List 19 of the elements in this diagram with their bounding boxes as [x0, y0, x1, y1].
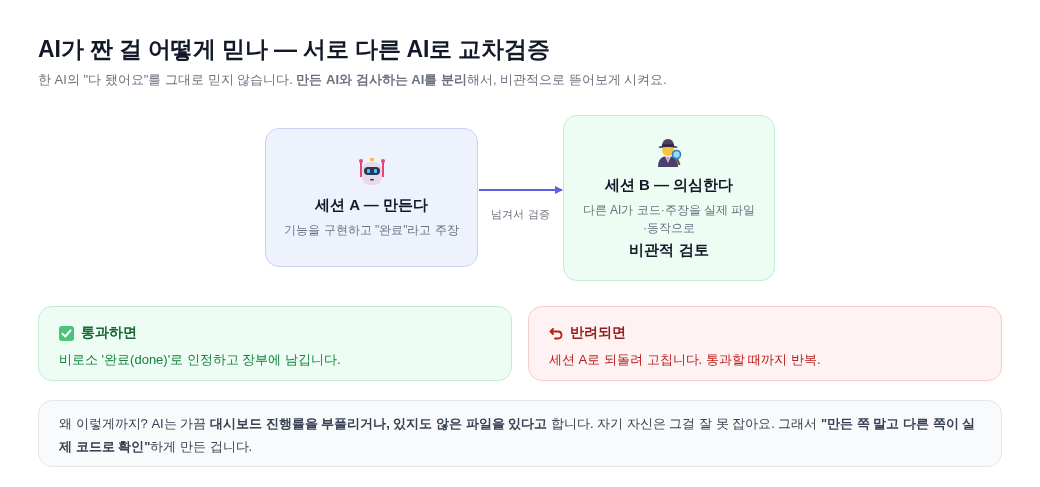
title: AI가 짠 걸 어떻게 믿나 — 서로 다른 AI로 교차검증 — [38, 35, 550, 64]
card-description: 다른 AI가 코드·주장을 실제 파일·동작으로 — [582, 201, 756, 237]
card-emphasis: 비관적 검토 — [629, 240, 709, 260]
card-heading: 세션 B — 의심한다 — [604, 175, 734, 195]
session-card — [265, 128, 478, 267]
subtitle: 한 AI의 "다 됐어요"를 그대로 믿지 않습니다. 만든 AI와 검사하는 AI를 분리해서, 비관적으로 뜯어보게 시켜요. — [38, 71, 667, 89]
note-text: 왜 이렇게까지? AI는 가끔 대시보드 진행률을 부풀리거나, 있지도 않은 파일을 있다고 합니다. 자기 자신은 그걸 잘 못 잡아요. 그래서 "만든 쪽 말고 다른 쪽이 실제 코드로 확인"하게 만든 겁니다. — [59, 415, 977, 456]
card-heading: 세션 A — 만든다 — [315, 195, 428, 215]
note-panel — [38, 400, 1002, 467]
card-heading: 통과하면 — [81, 324, 137, 342]
card-description: 기능을 구현하고 "완료"라고 주장 — [284, 221, 459, 239]
card-description: 세션 A로 되돌려 고칩니다. 통과할 때까지 반복. — [549, 351, 822, 369]
session-card — [563, 115, 775, 281]
card-heading: 반려되면 — [570, 324, 626, 342]
result-card — [38, 306, 512, 381]
arrow — [478, 186, 563, 194]
card-description: 비로소 '완료(done)'로 인정하고 장부에 남깁니다. — [59, 351, 342, 369]
result-card — [528, 306, 1002, 381]
edge-label: 넘겨서 검증 — [489, 207, 552, 222]
